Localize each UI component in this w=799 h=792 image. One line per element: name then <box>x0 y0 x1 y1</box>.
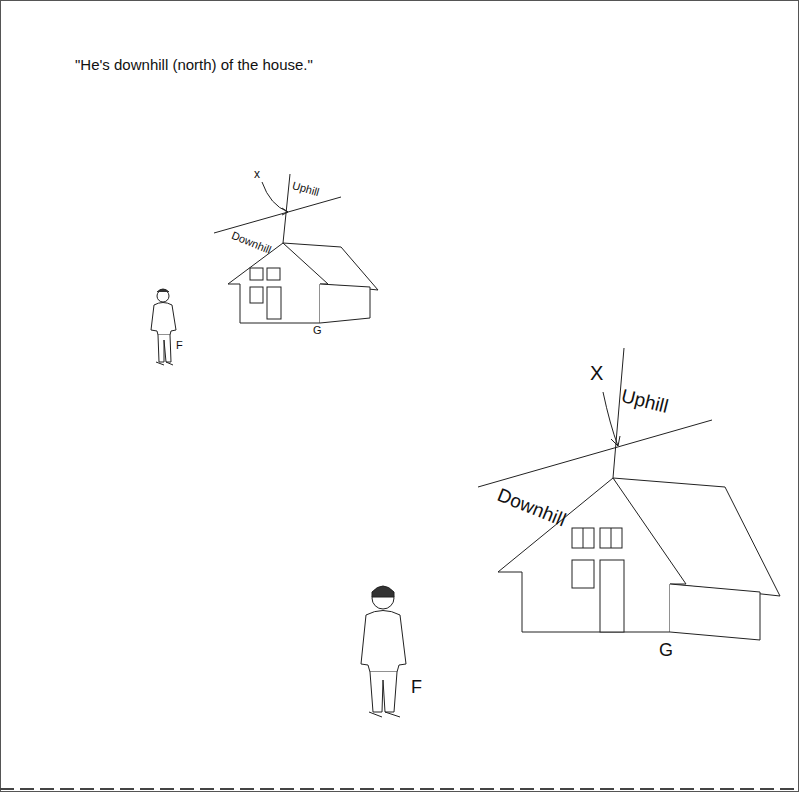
slope-label: Downhill <box>495 485 569 530</box>
angle-arc <box>262 182 288 212</box>
figure-label: F <box>411 678 422 696</box>
arrow-head <box>611 436 620 446</box>
ground-label: G <box>659 641 673 659</box>
slope-label: Uphill <box>291 180 320 198</box>
figure-label: F <box>176 340 183 351</box>
arrow-head <box>282 208 288 215</box>
caption-title: "He's downhill (north) of the house." <box>75 57 313 72</box>
person-large <box>361 586 406 717</box>
small-scene <box>151 174 378 365</box>
ground-label: G <box>313 325 322 336</box>
slope-line <box>478 420 712 487</box>
vertical-axis <box>283 174 290 243</box>
vertical-axis <box>613 348 624 478</box>
bottom-edge <box>0 788 799 790</box>
slope-label: Downhill <box>230 230 273 256</box>
angle-mark: X <box>590 363 603 383</box>
slope-label: Uphill <box>619 386 670 416</box>
house-small <box>228 243 378 323</box>
slope-line <box>214 197 341 233</box>
large-scene <box>361 348 780 717</box>
angle-arc <box>603 392 618 446</box>
angle-mark: x <box>254 168 260 180</box>
person-small <box>151 289 176 365</box>
